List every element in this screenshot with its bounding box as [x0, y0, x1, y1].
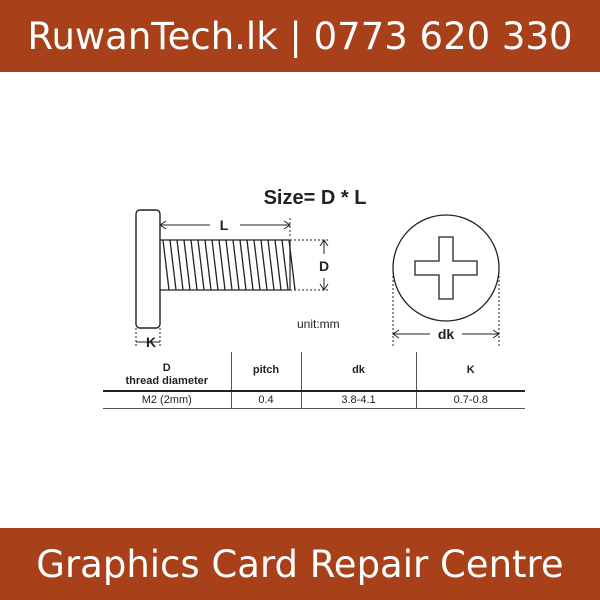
label-dk: dk	[438, 326, 455, 342]
label-K: K	[146, 334, 156, 350]
thread-crest-line	[190, 239, 198, 291]
screw-diagram: Size= D * L L D K unit:mm	[135, 187, 500, 350]
header-thread-diameter: D thread diameter	[103, 352, 231, 392]
cell-dk: 3.8-4.1	[300, 391, 416, 409]
cell-K: 0.7-0.8	[415, 391, 525, 409]
diagram-title: Size= D * L	[264, 187, 367, 209]
spec-table: D thread diameter pitch dk K M2 (2mm) 0.…	[103, 352, 525, 409]
table-row: M2 (2mm) 0.4 3.8-4.1 0.7-0.8	[103, 391, 525, 409]
label-L: L	[220, 217, 229, 233]
dimension-K	[135, 328, 161, 348]
header-thread-diameter-line1: D	[162, 362, 171, 374]
thread-crest-line	[204, 239, 212, 291]
top-banner: RuwanTech.lk | 0773 620 330	[0, 0, 600, 72]
header-K: K	[415, 352, 525, 392]
cell-diameter: M2 (2mm)	[103, 391, 231, 409]
thread-crest-line	[246, 239, 254, 291]
thread-crest-line	[218, 239, 226, 291]
thread-crest-line	[288, 239, 296, 291]
thread-crest-line	[225, 239, 233, 291]
thread-crest-line	[183, 239, 191, 291]
cell-pitch: 0.4	[230, 391, 301, 409]
thread-crest-line	[253, 239, 261, 291]
bottom-banner-text: Graphics Card Repair Centre	[36, 542, 564, 586]
thread-crest-line	[197, 239, 205, 291]
thread-crest-line	[162, 239, 170, 291]
screw-head-side	[135, 209, 161, 329]
screw-head-top	[392, 214, 500, 322]
bottom-banner: Graphics Card Repair Centre	[0, 528, 600, 600]
header-pitch: pitch	[230, 352, 301, 392]
thread-crest-line	[239, 239, 247, 291]
phillips-recess-icon	[414, 236, 478, 300]
thread-crest-line	[281, 239, 289, 291]
thread-crest-line	[211, 239, 219, 291]
thread-crest-line	[267, 239, 275, 291]
dimension-dk	[392, 268, 500, 346]
thread-crest-line	[169, 239, 177, 291]
header-dk: dk	[300, 352, 416, 392]
thread-crest-line	[176, 239, 184, 291]
unit-label: unit:mm	[297, 317, 340, 331]
thread-crest-line	[260, 239, 268, 291]
screw-thread	[160, 239, 296, 291]
spec-table-header-row: D thread diameter pitch dk K	[103, 352, 525, 392]
header-thread-diameter-line2: thread diameter	[125, 375, 209, 387]
thread-crest-line	[232, 239, 240, 291]
dimension-L	[159, 218, 291, 238]
label-D: D	[319, 258, 329, 274]
thread-crest-line	[274, 239, 282, 291]
dimension-D	[290, 239, 329, 291]
top-banner-text: RuwanTech.lk | 0773 620 330	[27, 14, 573, 58]
